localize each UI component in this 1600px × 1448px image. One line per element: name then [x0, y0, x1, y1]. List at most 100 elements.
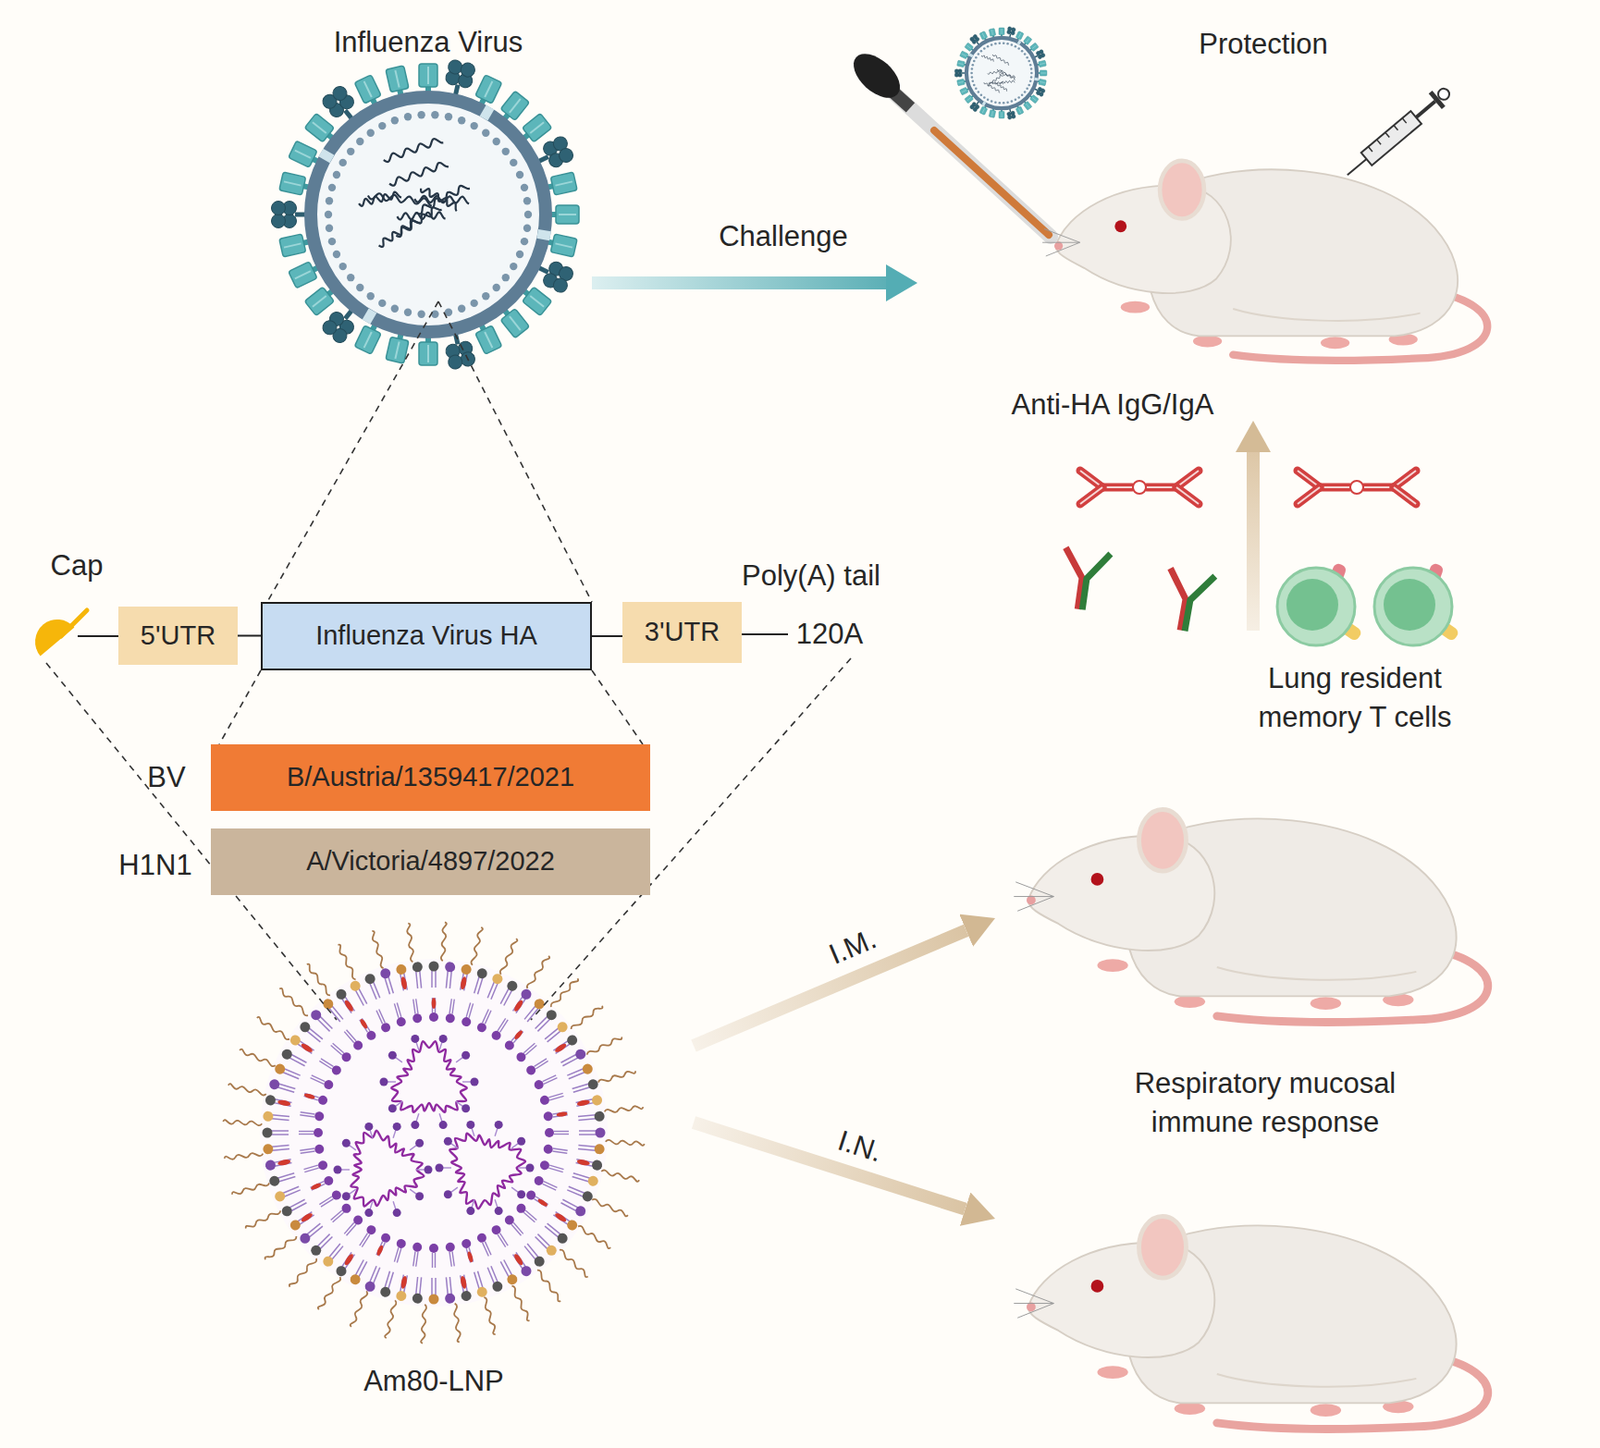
illustration-line	[982, 33, 985, 38]
illustration-circle	[551, 276, 570, 296]
utr-box: 5'UTR	[118, 606, 238, 665]
illustration-path	[420, 1304, 427, 1344]
lnp-figure: Am80-LNP	[255, 952, 613, 1406]
igg-antibody	[1159, 568, 1215, 636]
illustration-circle	[1017, 96, 1021, 99]
illustration-line	[396, 1002, 402, 1017]
illustration-circle	[317, 1095, 329, 1107]
illustration-line	[372, 982, 380, 999]
illustration-g	[429, 1278, 440, 1305]
illustration-circle	[417, 110, 425, 119]
illustration-line	[430, 1278, 433, 1296]
illustration-circle	[430, 110, 439, 119]
illustration-circle	[348, 979, 363, 994]
illustration-g	[444, 998, 458, 1024]
illustration-circle	[516, 1190, 526, 1199]
illustration-g	[510, 987, 534, 1016]
illustration-circle	[271, 201, 286, 216]
node-text: A/Victoria/4897/2022	[306, 846, 555, 877]
illustration-circle	[297, 1020, 312, 1034]
illustration-path	[1232, 308, 1420, 321]
mouse-illustration	[1013, 1216, 1488, 1429]
illustration-g	[409, 998, 423, 1024]
illustration-g	[429, 961, 440, 989]
illustration-ellipse	[576, 1158, 591, 1167]
illustration-line	[578, 1119, 596, 1121]
illustration-circle	[325, 224, 333, 233]
illustration-line	[542, 1183, 557, 1191]
illustration-circle	[1029, 63, 1033, 67]
illustration-line	[482, 1243, 490, 1257]
illustration-line	[1385, 132, 1390, 137]
illustration-circle	[1029, 79, 1033, 83]
illustration-path	[350, 1131, 424, 1207]
illustration-line	[578, 1115, 596, 1118]
illustration-ellipse	[512, 998, 524, 1013]
illustration-circle	[593, 1110, 605, 1122]
illustration-g	[542, 1020, 570, 1046]
illustration-g	[429, 997, 439, 1022]
illustration-g	[297, 1020, 325, 1046]
illustration-g	[490, 1016, 511, 1042]
illustration-circle	[1030, 72, 1034, 75]
illustration-line	[379, 1009, 386, 1024]
illustration-circle	[330, 83, 350, 103]
illustration-path	[391, 1041, 467, 1113]
illustration-circle	[556, 146, 576, 165]
illustration-circle	[351, 1038, 365, 1052]
illustration-line	[319, 1196, 332, 1206]
illustration-circle	[491, 972, 505, 986]
annotation-label: Cap	[50, 546, 104, 586]
illustration-line	[961, 89, 967, 92]
illustration-g	[328, 1202, 353, 1226]
virus-figure: Influenza Virus	[275, 12, 581, 383]
illustration-ellipse	[309, 1181, 322, 1191]
illustration-rect	[555, 205, 579, 224]
illustration-g	[470, 1270, 489, 1299]
illustration-line	[1001, 28, 1003, 35]
illustration-line	[449, 1252, 452, 1268]
illustration-line	[991, 29, 993, 36]
illustration-path	[227, 1083, 267, 1096]
illustration-circle	[378, 122, 386, 130]
illustration-circle	[990, 99, 994, 103]
illustration-line	[271, 1115, 290, 1118]
illustration-circle	[565, 1033, 579, 1047]
illustration-ellipse	[553, 1211, 568, 1223]
illustration-circle	[412, 1242, 423, 1253]
illustration-line	[1040, 73, 1047, 74]
illustration-line	[1367, 147, 1372, 152]
illustration-line	[283, 1069, 301, 1076]
illustration-path	[569, 1004, 604, 1032]
illustration-line	[504, 990, 513, 1007]
illustration-rect	[988, 28, 997, 37]
illustration-line	[278, 1083, 296, 1090]
illustration-g	[320, 1242, 346, 1269]
illustration-line	[578, 1133, 597, 1136]
illustration-ellipse	[1096, 1366, 1128, 1379]
illustration-line	[572, 1176, 590, 1182]
illustration-circle	[504, 1272, 519, 1287]
illustration-g	[320, 996, 346, 1024]
illustration-rect	[1038, 78, 1047, 87]
illustration-line	[1402, 118, 1406, 124]
illustration-path	[984, 82, 1000, 93]
illustration-line	[298, 1133, 314, 1135]
illustration-g	[524, 1189, 550, 1210]
illustration-circle	[1091, 1280, 1105, 1293]
illustration-circle	[262, 1144, 274, 1156]
illustration-path	[1082, 551, 1111, 613]
illustration-circle	[1114, 220, 1127, 233]
illustration-circle	[994, 42, 997, 46]
illustration-g	[348, 1258, 370, 1287]
illustration-circle	[518, 987, 533, 1002]
illustration-circle	[494, 1206, 504, 1216]
illustration-g	[303, 1090, 330, 1107]
illustration-circle	[980, 93, 984, 97]
illustration-g	[391, 1238, 407, 1265]
node-text: Am80-LNP	[363, 1365, 505, 1399]
illustration-circle	[273, 1190, 287, 1204]
illustration-circle	[264, 1094, 277, 1107]
illustration-circle	[444, 1242, 456, 1253]
illustration-circle	[339, 1202, 353, 1216]
